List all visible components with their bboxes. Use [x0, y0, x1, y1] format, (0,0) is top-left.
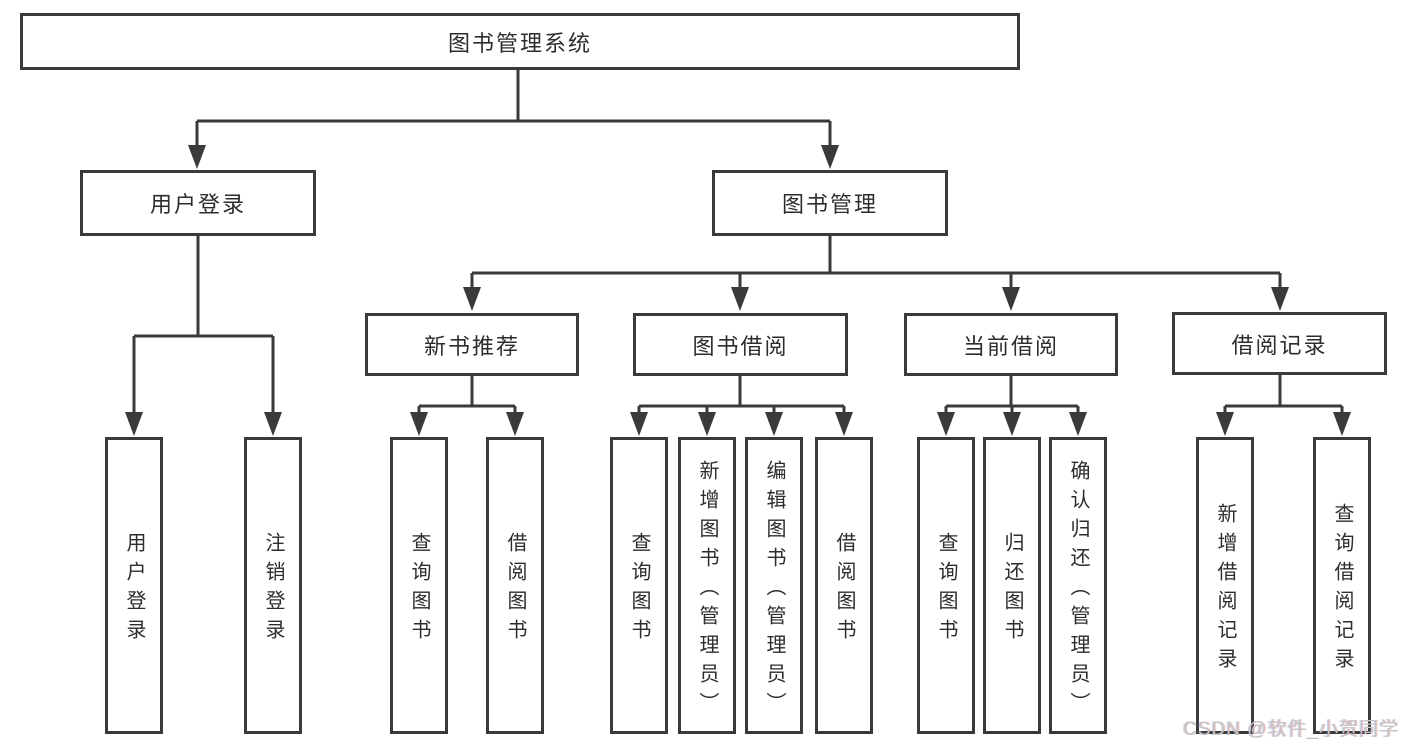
leaf-borrow-edit-book-admin: 编辑图书（管理员）	[745, 437, 803, 734]
leaf-borrow-query-book: 查询图书	[610, 437, 668, 734]
leaf-user-login: 用户登录	[105, 437, 163, 734]
arrowheads	[125, 145, 1351, 436]
leaf-recommend-borrow-book: 借阅图书	[486, 437, 544, 734]
node-book-management: 图书管理	[712, 170, 948, 236]
csdn-watermark: CSDN @软件_小贺同学	[1183, 719, 1399, 740]
leaf-current-confirm-return-admin: 确认归还（管理员）	[1049, 437, 1107, 734]
node-new-book-recommend: 新书推荐	[365, 313, 579, 376]
leaf-logout-login: 注销登录	[244, 437, 302, 734]
leaf-current-query-book: 查询图书	[917, 437, 975, 734]
node-current-borrow: 当前借阅	[904, 313, 1118, 376]
leaf-records-query-record: 查询借阅记录	[1313, 437, 1371, 734]
node-book-borrow: 图书借阅	[633, 313, 848, 376]
node-library-system: 图书管理系统	[20, 13, 1020, 70]
node-user-login: 用户登录	[80, 170, 316, 236]
leaf-current-return-book: 归还图书	[983, 437, 1041, 734]
node-borrow-records: 借阅记录	[1172, 312, 1387, 375]
leaf-recommend-query-book: 查询图书	[390, 437, 448, 734]
leaf-records-add-record: 新增借阅记录	[1196, 437, 1254, 734]
leaf-borrow-add-book-admin: 新增图书（管理员）	[678, 437, 736, 734]
leaf-borrow-borrow-book: 借阅图书	[815, 437, 873, 734]
